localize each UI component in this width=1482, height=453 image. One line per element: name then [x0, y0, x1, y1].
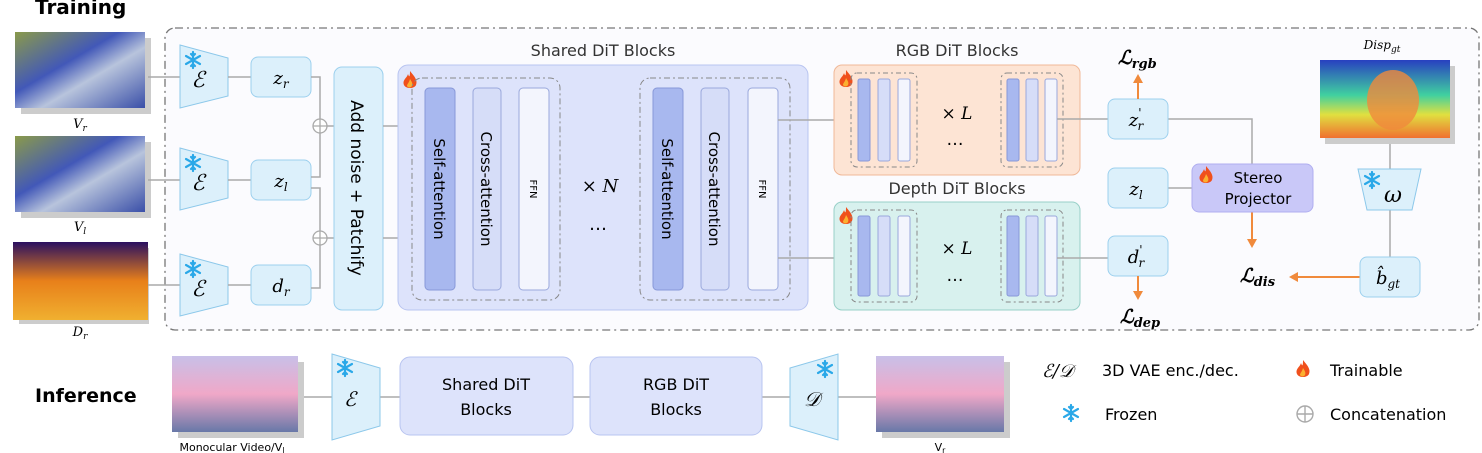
- inference-output-label: Vr: [935, 441, 947, 453]
- repeat-n: × N: [582, 176, 620, 197]
- omega-encoder: ω: [1357, 168, 1422, 211]
- inference-output-image: [876, 356, 1010, 438]
- b-gt-box: b̂gt: [1359, 256, 1421, 298]
- ffn-label: FFN: [756, 180, 767, 199]
- snowflake-icon: [1062, 403, 1080, 423]
- self-attention-label: Self-attention: [430, 138, 448, 239]
- input-label-dr: Dr: [72, 325, 88, 342]
- svg-text:zl: zl: [1128, 179, 1142, 202]
- repeat-l: × L: [942, 104, 973, 124]
- shared-layers-group-1: Self-attention Cross-attention FFN: [424, 87, 550, 291]
- shared-block-title: Shared DiT Blocks: [531, 41, 676, 60]
- circle-plus-icon: [1296, 405, 1314, 423]
- input-connectors: [148, 76, 180, 286]
- inference-decoder: 𝒟: [789, 353, 839, 441]
- patchify-box: [333, 66, 384, 311]
- disp-gt-label: Dispgt: [1363, 38, 1401, 55]
- input-image-dr: [13, 242, 149, 324]
- input-label-vr: Vr: [73, 117, 87, 134]
- encoder-connectors: [228, 76, 251, 286]
- stereo-projector-line2: Projector: [1225, 190, 1292, 208]
- ellipsis: …: [947, 130, 964, 150]
- circle-plus-icon: [312, 230, 328, 246]
- output-connectors: [1057, 118, 1253, 259]
- output-dr-prime: d'r: [1107, 235, 1169, 277]
- output-zr-prime: z'r: [1107, 98, 1169, 140]
- svg-text:𝒟: 𝒟: [804, 387, 824, 411]
- svg-text:Blocks: Blocks: [460, 400, 512, 419]
- svg-text:RGB DiT: RGB DiT: [643, 375, 709, 394]
- inference-rgb-dit: RGB DiT Blocks: [589, 356, 763, 436]
- legend-trainable: Trainable: [1329, 361, 1403, 380]
- stereo-projector-line1: Stereo: [1234, 169, 1283, 187]
- latent-dr: dr: [250, 264, 312, 306]
- svg-text:Blocks: Blocks: [650, 400, 702, 419]
- inference-title: Inference: [35, 385, 137, 407]
- cross-attention-label: Cross-attention: [705, 132, 723, 247]
- encoder-dr: ℰ: [179, 253, 229, 317]
- encoder-vr: ℰ: [179, 44, 229, 109]
- rgb-layers: [850, 72, 1064, 168]
- rgb-block-title: RGB DiT Blocks: [896, 41, 1019, 60]
- legend: ℰ/𝒟 3D VAE enc./dec. Trainable Frozen Co…: [1042, 360, 1446, 424]
- encoder-symbol: ℰ: [191, 68, 207, 93]
- patchify-label: Add noise + Patchify: [346, 100, 366, 276]
- svg-text:dr: dr: [272, 276, 291, 299]
- ffn-label: FFN: [527, 180, 538, 199]
- inference-encoder: ℰ: [331, 353, 381, 441]
- encoder-symbol: ℰ: [191, 171, 207, 196]
- shared-layer-group: [639, 77, 791, 301]
- input-image-vl: [15, 136, 151, 218]
- input-image-vr: [15, 32, 151, 114]
- legend-vae-symbol: ℰ/𝒟: [1042, 361, 1077, 382]
- circle-plus-icon: [312, 118, 328, 134]
- loss-arrows: [1137, 82, 1360, 292]
- inference-shared-dit: Shared DiT Blocks: [399, 356, 574, 436]
- encoder-vl: ℰ: [179, 147, 229, 211]
- input-label-vl: Vl: [74, 220, 86, 237]
- training-title: Training: [35, 0, 126, 19]
- latent-zr: zr: [250, 56, 312, 98]
- legend-vae-text: 3D VAE enc./dec.: [1102, 361, 1239, 380]
- svg-text:Shared DiT: Shared DiT: [442, 375, 530, 394]
- latent-zl: zl: [250, 159, 312, 201]
- svg-text:z'r: z'r: [1128, 106, 1145, 133]
- inference-input-label: Monocular Video/Vl: [179, 441, 284, 453]
- shared-layer-group: [411, 77, 561, 301]
- loss-dis: ℒdis: [1240, 265, 1276, 290]
- output-zl: zl: [1107, 167, 1169, 209]
- depth-block-title: Depth DiT Blocks: [888, 179, 1025, 198]
- svg-text:b̂gt: b̂gt: [1376, 264, 1400, 291]
- loss-rgb: ℒrgb: [1118, 47, 1157, 72]
- ellipsis: …: [947, 266, 964, 286]
- encoder-symbol: ℰ: [191, 277, 207, 302]
- inference-input-image: [172, 356, 304, 438]
- cross-attention-label: Cross-attention: [477, 132, 495, 247]
- svg-text:ℰ: ℰ: [344, 387, 358, 411]
- legend-concat: Concatenation: [1330, 405, 1446, 424]
- legend-frozen: Frozen: [1105, 405, 1157, 424]
- shared-layers-group-2: Self-attention Cross-attention FFN: [652, 87, 779, 291]
- disp-gt-image: [1320, 60, 1455, 144]
- self-attention-label: Self-attention: [658, 138, 676, 239]
- repeat-l: × L: [942, 239, 973, 259]
- fire-icon: [1296, 360, 1310, 377]
- depth-layers: [850, 209, 1064, 303]
- ellipsis: …: [589, 214, 607, 235]
- stereo-projector: [1191, 163, 1314, 213]
- svg-text:zr: zr: [272, 68, 289, 91]
- loss-dep: ℒdep: [1120, 306, 1160, 331]
- svg-text:zl: zl: [273, 171, 287, 194]
- svg-text:d'r: d'r: [1128, 243, 1146, 270]
- svg-text:ω: ω: [1384, 183, 1402, 208]
